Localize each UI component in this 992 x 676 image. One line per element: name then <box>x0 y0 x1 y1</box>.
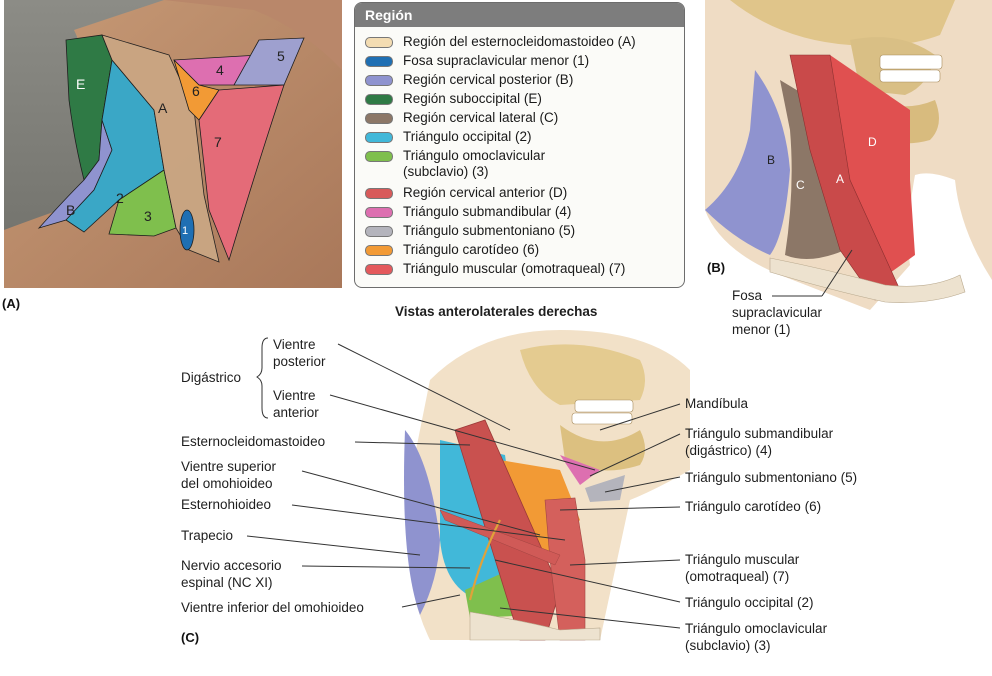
zone-4-label: 4 <box>216 62 224 78</box>
label-tri-occipital: Triángulo occipital (2) <box>685 595 814 610</box>
legend-item: Región cervical anterior (D) <box>365 185 567 201</box>
legend-item: Triángulo submandibular (4) <box>365 204 571 220</box>
legend-item-label-line1: Triángulo omoclavicular <box>403 148 546 163</box>
legend-item-label: Triángulo omoclavicular(subclavio) (3) <box>403 148 545 180</box>
panel-b-fosa-line2: supraclavicular <box>732 305 823 320</box>
legend-swatch <box>365 113 393 124</box>
label-vientre-posterior-2: posterior <box>273 354 326 369</box>
label-vientre-anterior-2: anterior <box>273 405 319 420</box>
legend-item: Triángulo carotídeo (6) <box>365 242 539 258</box>
label-tri-submentoniano: Triángulo submentoniano (5) <box>685 470 858 485</box>
panel-b-fosa-line3: menor (1) <box>732 322 791 337</box>
legend-swatch <box>365 207 393 218</box>
legend-swatch <box>365 56 393 67</box>
label-esternohioideo: Esternohioideo <box>181 497 272 512</box>
legend-item-label: Triángulo muscular (omotraqueal) (7) <box>403 261 626 276</box>
label-tri-submandibular-2: (digástrico) (4) <box>685 443 773 458</box>
zone-2-label: 2 <box>116 190 124 206</box>
legend-item-label: Fosa supraclavicular menor (1) <box>403 53 590 68</box>
legend-item: Región cervical posterior (B) <box>365 72 573 88</box>
label-vientre-superior-2: del omohioideo <box>181 476 273 491</box>
legend-item-label: Triángulo submentoniano (5) <box>403 223 576 238</box>
label-tri-carotideo: Triángulo carotídeo (6) <box>685 499 822 514</box>
legend-item: Triángulo omoclavicular(subclavio) (3) <box>365 148 545 180</box>
zone-a-label: A <box>158 100 168 116</box>
legend-item-label: Región cervical anterior (D) <box>403 185 568 200</box>
legend-item-label: Triángulo submandibular (4) <box>403 204 572 219</box>
label-trapecio: Trapecio <box>181 528 234 543</box>
zone-5-label: 5 <box>277 48 285 64</box>
label-mandibula: Mandíbula <box>685 396 749 411</box>
label-nervio-2: espinal (NC XI) <box>181 575 273 590</box>
legend-item-label-line2: (subclavio) (3) <box>403 164 489 179</box>
zone-7-label: 7 <box>214 134 222 150</box>
legend-item: Triángulo submentoniano (5) <box>365 223 575 239</box>
zone-1-label: 1 <box>182 225 189 237</box>
label-tri-muscular-1: Triángulo muscular <box>685 552 800 567</box>
region-legend: Región Región del esternocleidomastoideo… <box>354 2 685 288</box>
region-1-fossa <box>179 209 195 251</box>
zone-6-label: 6 <box>192 83 200 99</box>
panel-b-fosa-line1: Fosa <box>732 288 763 303</box>
legend-swatch <box>365 226 393 237</box>
panel-b-region-c <box>780 80 845 259</box>
label-vientre-inferior: Vientre inferior del omohioideo <box>181 600 364 615</box>
zone-e-label: E <box>76 76 86 92</box>
zone-b-label: B <box>66 202 76 218</box>
panel-b-region-b <box>705 70 790 255</box>
legend-title: Región <box>355 3 684 27</box>
region-7-muscular <box>198 84 285 262</box>
legend-item: Región cervical lateral (C) <box>365 110 558 126</box>
legend-item: Fosa supraclavicular menor (1) <box>365 53 589 69</box>
legend-item: Región del esternocleidomastoideo (A) <box>365 34 636 50</box>
label-tri-omoclavicular-2: (subclavio) (3) <box>685 638 771 653</box>
legend-swatch <box>365 188 393 199</box>
panel-b-zone-b: B <box>767 153 776 167</box>
figure-caption: Vistas anterolaterales derechas <box>395 304 598 319</box>
legend-item: Triángulo occipital (2) <box>365 129 532 145</box>
label-vientre-superior-1: Vientre superior <box>181 459 277 474</box>
panel-b-label: (B) <box>707 260 726 275</box>
legend-swatch <box>365 245 393 256</box>
legend-swatch <box>365 151 393 162</box>
legend-swatch <box>365 132 393 143</box>
panel-a-illustration <box>4 0 342 288</box>
label-nervio-1: Nervio accesorio <box>181 558 282 573</box>
legend-item-label: Región cervical lateral (C) <box>403 110 559 125</box>
legend-swatch <box>365 94 393 105</box>
panel-b-zone-d: D <box>868 135 877 149</box>
zone-3-label: 3 <box>144 208 152 224</box>
legend-item: Triángulo muscular (omotraqueal) (7) <box>365 261 625 277</box>
panel-a-label: (A) <box>2 296 21 311</box>
panel-c-label: (C) <box>181 630 200 645</box>
legend-swatch <box>365 37 393 48</box>
legend-item-label: Región del esternocleidomastoideo (A) <box>403 34 636 49</box>
panel-b-region-d <box>830 55 915 280</box>
legend-item-label: Triángulo carotídeo (6) <box>403 242 540 257</box>
label-tri-muscular-2: (omotraqueal) (7) <box>685 569 790 584</box>
label-vientre-posterior-1: Vientre <box>273 337 316 352</box>
legend-swatch <box>365 75 393 86</box>
legend-swatch <box>365 264 393 275</box>
label-digastrico: Digástrico <box>181 370 242 385</box>
panel-b-zone-a: A <box>836 172 845 186</box>
legend-item: Región suboccipital (E) <box>365 91 542 107</box>
label-vientre-anterior-1: Vientre <box>273 388 316 403</box>
panel-b-zone-c: C <box>796 178 805 192</box>
legend-item-label: Región cervical posterior (B) <box>403 72 574 87</box>
label-tri-submandibular-1: Triángulo submandibular <box>685 426 834 441</box>
panel-a-photo: E A B 2 3 1 4 5 6 7 <box>4 0 342 288</box>
legend-item-label: Triángulo occipital (2) <box>403 129 532 144</box>
legend-item-label: Región suboccipital (E) <box>403 91 542 106</box>
label-tri-omoclavicular-1: Triángulo omoclavicular <box>685 621 828 636</box>
label-esternocleidomastoideo: Esternocleidomastoideo <box>181 434 326 449</box>
panel-b-region-a <box>789 54 901 301</box>
